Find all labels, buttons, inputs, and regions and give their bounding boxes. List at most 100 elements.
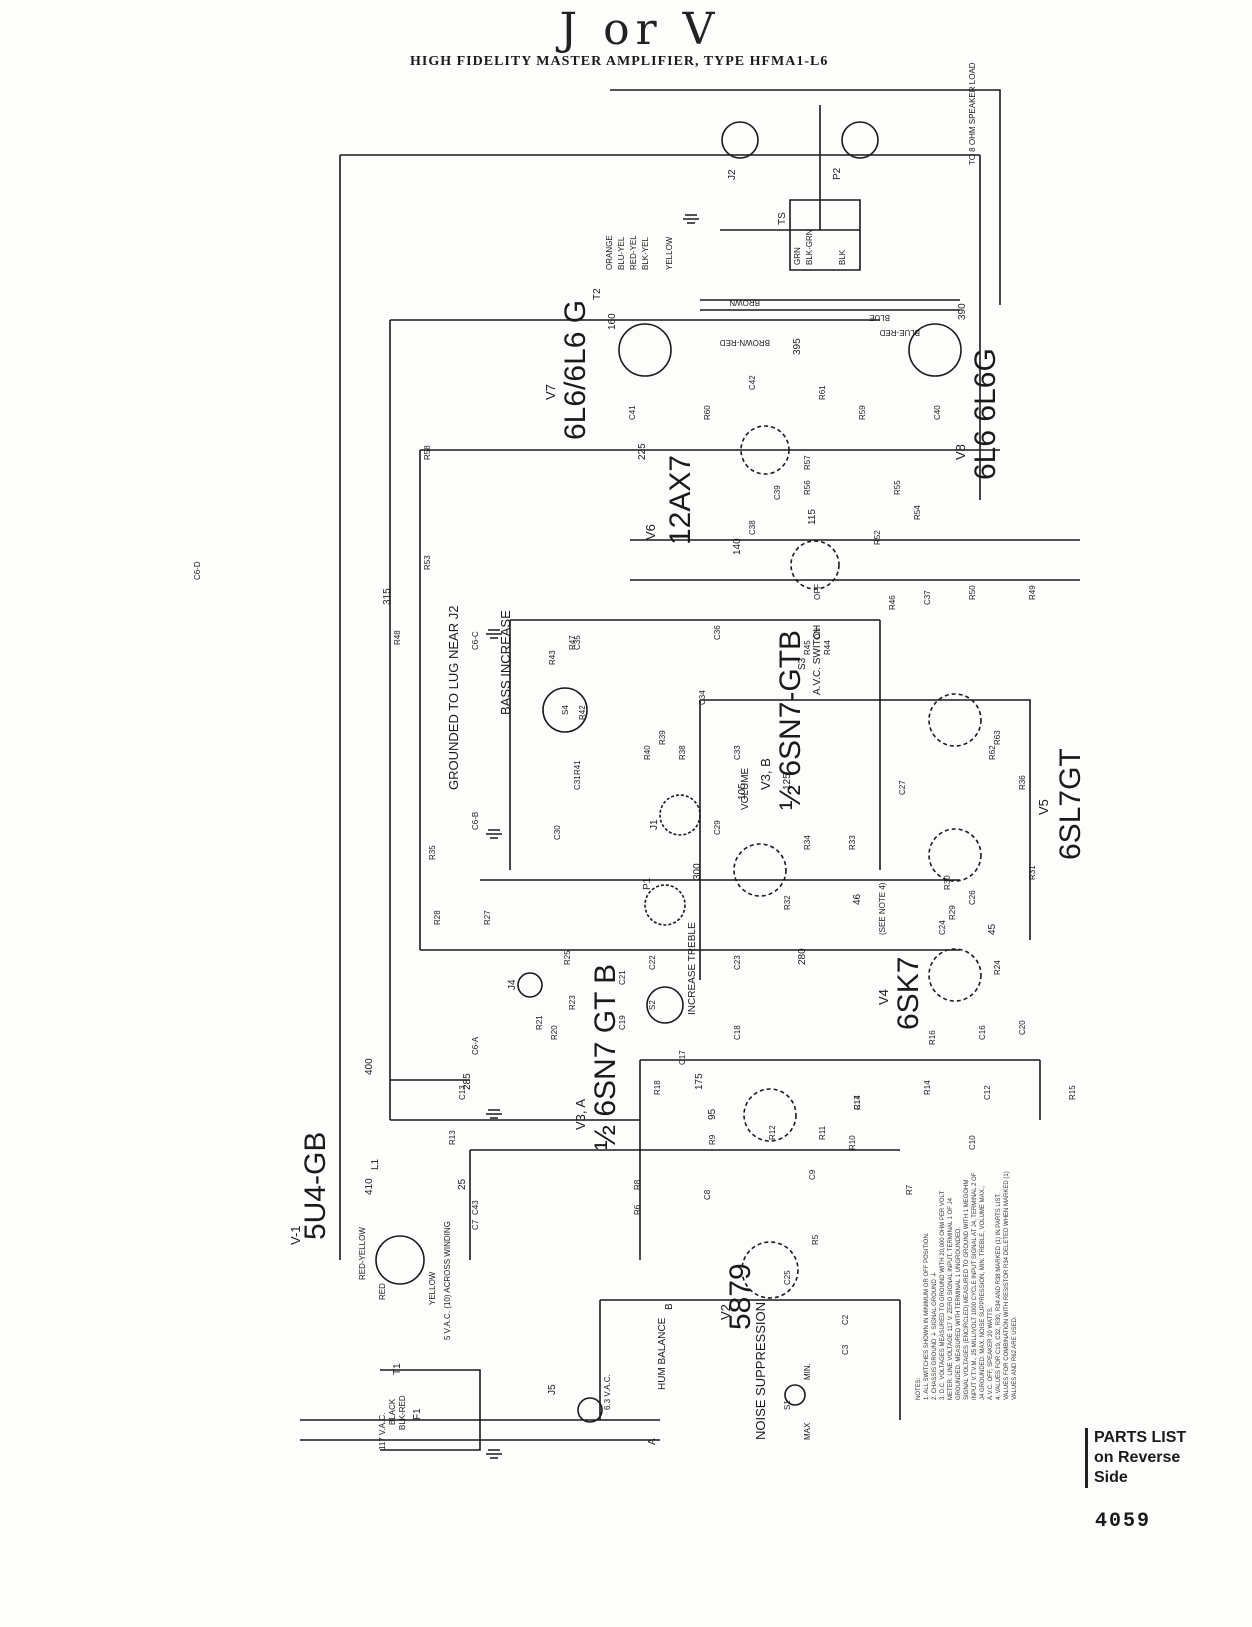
resistor-label-r25: R25 bbox=[563, 950, 572, 965]
capacitor-label-c7: C7 bbox=[471, 1219, 480, 1230]
resistor-label-r6: R6 bbox=[633, 1204, 642, 1215]
capacitor-label-c24: C24 bbox=[938, 920, 947, 935]
note-item: 1. ALL SWITCHES SHOWN IN MINIMUM OR OFF … bbox=[924, 1232, 930, 1400]
resistor-label-r36: R36 bbox=[1018, 775, 1027, 790]
v6-ref-label: V6 bbox=[643, 524, 658, 540]
capacitor-label-c34: C34 bbox=[698, 690, 707, 705]
v5-type-label: 6SL7GT bbox=[1054, 748, 1087, 860]
resistor-label-r40: R40 bbox=[643, 745, 652, 760]
jack-j2-symbol bbox=[721, 121, 759, 159]
resistor-label-r10: R10 bbox=[848, 1135, 857, 1150]
max-label: MAX bbox=[803, 1422, 812, 1440]
jack-j1-symbol bbox=[659, 794, 701, 836]
b-plus-rail-second bbox=[389, 319, 880, 1120]
resistor-label-r33: R33 bbox=[848, 835, 857, 850]
v8-ref-label: V8 bbox=[953, 444, 968, 460]
capacitor-label-c20: C20 bbox=[1018, 1020, 1027, 1035]
resistor-label-r31: R31 bbox=[1028, 865, 1037, 880]
vac117-label: 117 V.A.C. bbox=[378, 1413, 387, 1450]
capacitor-label-c25: C25 bbox=[783, 1270, 792, 1285]
resistor-label-r63: R63 bbox=[993, 730, 1002, 745]
tube-v4-symbol bbox=[928, 948, 982, 1002]
b-plus-rail-third bbox=[419, 449, 640, 950]
voltage-label-225: 225 bbox=[637, 443, 648, 460]
voltage-label-46: 46 bbox=[852, 893, 863, 905]
voltage-label-300: 300 bbox=[692, 863, 703, 880]
ground-symbol-t1 bbox=[486, 1449, 502, 1459]
switch-s4-symbol bbox=[542, 687, 588, 733]
resistor-label-r5: R5 bbox=[811, 1234, 820, 1245]
voltage-label-390: 390 bbox=[957, 303, 968, 320]
v2-type-label: 5879 bbox=[724, 1263, 757, 1330]
capacitor-label-c10: C10 bbox=[968, 1135, 977, 1150]
ts-label: TS bbox=[777, 212, 788, 225]
v8-type-label: 6L6 6L6G bbox=[969, 348, 1002, 480]
b-plus-rail-main bbox=[339, 154, 981, 1260]
l1-label: L1 bbox=[370, 1158, 381, 1170]
voltage-label-395: 395 bbox=[792, 338, 803, 355]
voltage-label-175: 175 bbox=[694, 1073, 705, 1090]
resistor-label-r44: R44 bbox=[823, 640, 832, 655]
capacitor-label-c38: C38 bbox=[748, 520, 757, 535]
resistor-label-r49: R49 bbox=[1028, 585, 1037, 600]
j2-label: J2 bbox=[727, 169, 738, 180]
filter-branch bbox=[390, 1079, 640, 1121]
resistor-label-r7: R7 bbox=[905, 1184, 914, 1195]
capacitor-label-c36: C36 bbox=[713, 625, 722, 640]
t1-label: T1 bbox=[392, 1363, 403, 1375]
capacitor-label-c39: C39 bbox=[773, 485, 782, 500]
capacitor-label-c40: C40 bbox=[933, 405, 942, 420]
capacitor-label-c23: C23 bbox=[733, 955, 742, 970]
capacitor-label-c6-b: C6-B bbox=[471, 812, 480, 830]
resistor-label-r46: R46 bbox=[888, 595, 897, 610]
v5-ref-label: V5 bbox=[1036, 799, 1051, 815]
resistor-label-r18: R18 bbox=[653, 1080, 662, 1095]
capacitor-label-c18: C18 bbox=[733, 1025, 742, 1040]
resistor-label-r32: R32 bbox=[783, 895, 792, 910]
resistor-label-r57: R57 bbox=[803, 455, 812, 470]
noise-suppression-label: NOISE SUPPRESSION bbox=[753, 1302, 768, 1440]
voltage-label-280: 280 bbox=[797, 948, 808, 965]
voltage-label-125: 125 bbox=[782, 773, 793, 790]
resistor-label-r21: R21 bbox=[535, 1015, 544, 1030]
increase-treble-label: INCREASE TREBLE bbox=[687, 922, 698, 1015]
resistor-label-r38: R38 bbox=[678, 745, 687, 760]
resistor-label-r11: R11 bbox=[818, 1125, 827, 1140]
wire-orange-label: ORANGE bbox=[605, 235, 614, 270]
wire-yellow-label: YELLOW bbox=[428, 1271, 437, 1305]
tube-v5a-symbol bbox=[928, 693, 982, 747]
capacitor-label-c43: C43 bbox=[471, 1200, 480, 1215]
p1-label: P1 bbox=[642, 877, 653, 890]
ground-symbol-t2 bbox=[683, 214, 699, 224]
wire-red-label: RED bbox=[378, 1283, 387, 1300]
resistor-label-r29: R29 bbox=[948, 905, 957, 920]
capacitor-label-c6-a: C6-A bbox=[471, 1036, 480, 1055]
v3b-ref-label: V3, B bbox=[758, 758, 773, 790]
resistor-label-r28: R28 bbox=[433, 910, 442, 925]
ground-symbol-c6d bbox=[486, 629, 502, 639]
driver-bus bbox=[630, 449, 1080, 581]
v3a-ref-label: V3, A bbox=[573, 1099, 588, 1130]
wire-yellow-secondary-label: YELLOW bbox=[665, 236, 674, 270]
wire-blue-red-label: BLUE-RED bbox=[879, 328, 920, 337]
resistor-label-r13: R13 bbox=[448, 1130, 457, 1145]
vac5-label: 5 V.A.C. (10) ACROSS WINDING bbox=[443, 1221, 452, 1340]
resistor-label-r42: R42 bbox=[578, 705, 587, 720]
v2-ref-label: V2 bbox=[718, 1304, 733, 1320]
vac63-label: 6.3 V.A.C. bbox=[603, 1374, 612, 1410]
capacitor-label-c8: C8 bbox=[703, 1189, 712, 1200]
resistor-label-r62: R62 bbox=[988, 745, 997, 760]
s1-label: S1 bbox=[783, 1400, 792, 1410]
volume-label: VOLUME bbox=[740, 767, 751, 810]
jack-j4-symbol bbox=[517, 972, 543, 998]
note-item: 2. CHASSIS GROUND ⏚ SIGNAL GROUND ⏚ bbox=[932, 1271, 938, 1400]
capacitor-label-c2: C2 bbox=[841, 1314, 850, 1325]
tube-v3a-symbol bbox=[743, 1088, 797, 1142]
wire-red-yel-label: RED-YEL bbox=[629, 235, 638, 270]
capacitor-label-c17: C17 bbox=[678, 1050, 687, 1065]
p2-label: P2 bbox=[832, 167, 843, 180]
plug-p1-symbol bbox=[644, 884, 686, 926]
note-item: SIGNAL VOLTAGES (ENCIRCLED) MEASURED TO … bbox=[964, 1172, 994, 1400]
